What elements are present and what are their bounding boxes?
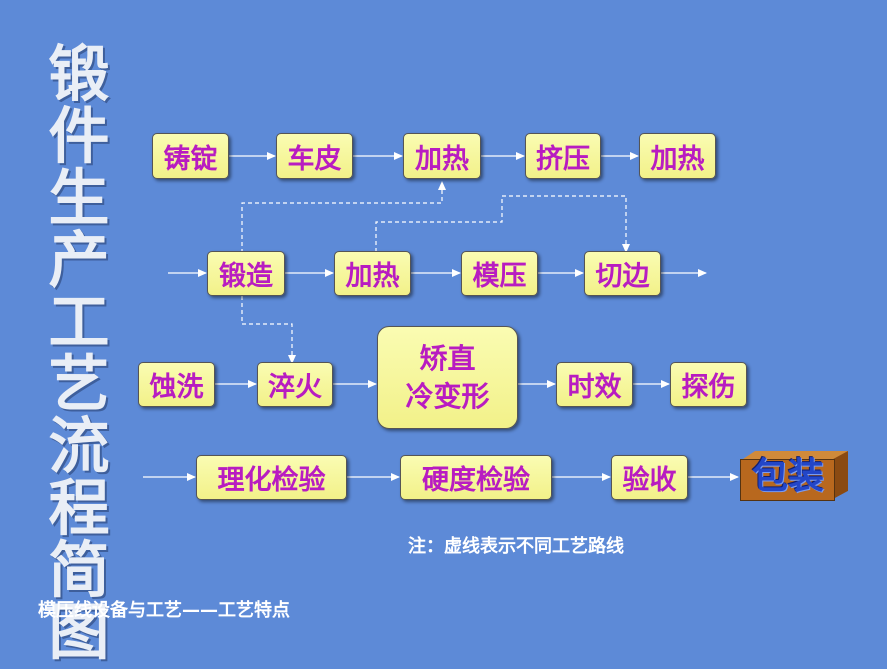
node-extrude: 挤压 — [525, 133, 601, 179]
dashed-route-forging-heat1 — [241, 181, 446, 253]
node-etching: 蚀洗 — [138, 362, 215, 407]
node-die-press: 模压 — [461, 251, 538, 296]
node-physchem-test: 理化检验 — [196, 455, 347, 500]
footer-caption: 模压线设备与工艺——工艺特点 — [38, 600, 290, 621]
dashed-route-forging-quench — [241, 296, 296, 364]
node-heat-1: 加热 — [403, 133, 481, 179]
node-ingot: 铸锭 — [152, 133, 229, 179]
node-aging: 时效 — [556, 362, 633, 407]
node-inspect: 探伤 — [670, 362, 747, 407]
node-trimming: 切边 — [584, 251, 661, 296]
node-straighten-line2: 冷变形 — [405, 379, 490, 413]
node-straighten-line1: 矫直 — [419, 341, 476, 375]
package-label: 包装 — [751, 456, 824, 497]
vertical-title: 锻件生产工艺流程简图 — [48, 39, 110, 668]
package-box-face — [740, 459, 835, 501]
node-heat-3: 加热 — [334, 251, 411, 296]
node-forging: 锻造 — [207, 251, 285, 296]
node-heat-2: 加热 — [639, 133, 716, 179]
node-turning: 车皮 — [276, 133, 353, 179]
dashed-route-heat3-trimming — [375, 195, 630, 253]
node-quench: 淬火 — [257, 362, 333, 407]
node-hardness-test: 硬度检验 — [400, 455, 552, 500]
package-box-side — [833, 451, 848, 499]
note: 注：虚线表示不同工艺路线 — [408, 536, 624, 557]
package-box-top — [740, 451, 848, 461]
node-acceptance: 验收 — [611, 455, 688, 500]
node-straighten: 矫直 冷变形 — [377, 326, 518, 429]
